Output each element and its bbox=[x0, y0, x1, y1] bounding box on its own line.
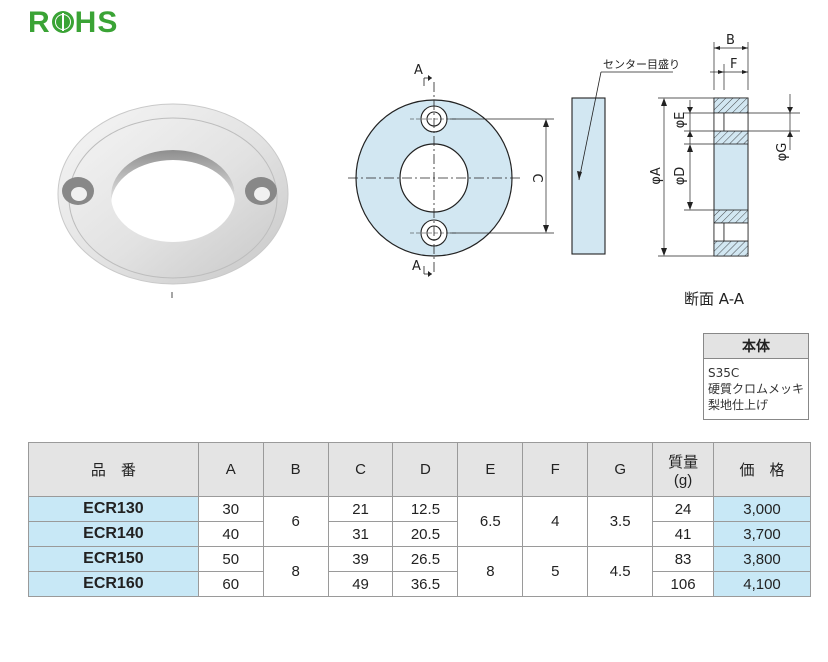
cell-c: 39 bbox=[327, 546, 394, 572]
cell-g: 4.5 bbox=[587, 546, 654, 597]
cell-d: 12.5 bbox=[392, 496, 459, 522]
dim-g-label: φG bbox=[775, 143, 790, 162]
section-label: 断面 A-A bbox=[684, 290, 745, 308]
dim-d-label: φD bbox=[673, 167, 688, 186]
cell-g: 3.5 bbox=[587, 496, 654, 547]
header-mass-unit: (g) bbox=[673, 471, 693, 489]
cell-price: 3,800 bbox=[713, 546, 811, 572]
dim-e-label: φE bbox=[673, 112, 688, 129]
header-c: C bbox=[327, 442, 394, 497]
header-a: A bbox=[197, 442, 264, 497]
cell-f: 5 bbox=[522, 546, 589, 597]
material-header: 本体 bbox=[704, 334, 808, 359]
dim-a-label: φA bbox=[649, 167, 664, 185]
header-f: F bbox=[522, 442, 589, 497]
cell-mass: 106 bbox=[652, 571, 715, 597]
table-row: ECR150 50 8 39 26.5 8 5 4.5 83 3,800 bbox=[28, 546, 811, 597]
cell-mass: 24 bbox=[652, 496, 715, 522]
cell-price: 3,700 bbox=[713, 521, 811, 547]
part-number-cell: ECR160 bbox=[28, 571, 199, 597]
cell-a: 40 bbox=[197, 521, 264, 547]
cell-b: 6 bbox=[262, 496, 329, 547]
cell-mass: 41 bbox=[652, 521, 715, 547]
front-view-drawing: C A A bbox=[348, 63, 554, 277]
surface-line: 梨地仕上げ bbox=[708, 398, 769, 412]
header-g: G bbox=[587, 442, 654, 497]
cell-d: 36.5 bbox=[392, 571, 459, 597]
cell-a: 30 bbox=[197, 496, 264, 522]
cell-mass: 83 bbox=[652, 546, 715, 572]
product-image bbox=[57, 103, 289, 298]
center-mark-note: センター目盛り bbox=[603, 57, 680, 71]
spec-table: 品 番 A B C D E F G 質量(g) 価 格 ECR130 30 6 … bbox=[28, 442, 811, 597]
header-e: E bbox=[457, 442, 524, 497]
header-mass: 質量(g) bbox=[652, 442, 715, 497]
section-mark-top: A bbox=[414, 63, 423, 78]
cell-c: 21 bbox=[327, 496, 394, 522]
material-box: 本体 S35C 硬質クロムメッキ 梨地仕上げ bbox=[703, 333, 809, 420]
cell-price: 3,000 bbox=[713, 496, 811, 522]
cell-c: 49 bbox=[327, 571, 394, 597]
dim-f-label: F bbox=[730, 57, 737, 72]
table-row: ECR140 40 31 20.5 41 3,700 bbox=[28, 521, 811, 547]
header-price: 価 格 bbox=[713, 442, 811, 497]
cell-c: 31 bbox=[327, 521, 394, 547]
cell-e: 6.5 bbox=[457, 496, 524, 547]
cell-b: 8 bbox=[262, 546, 329, 597]
section-drawing: B F φA φE φD φG bbox=[649, 33, 800, 257]
table-row: ECR130 30 6 21 12.5 6.5 4 3.5 24 3,000 bbox=[28, 496, 811, 547]
cell-e: 8 bbox=[457, 546, 524, 597]
header-b: B bbox=[262, 442, 329, 497]
cell-f: 4 bbox=[522, 496, 589, 547]
dim-b-label: B bbox=[726, 33, 735, 48]
cell-a: 50 bbox=[197, 546, 264, 572]
cell-d: 20.5 bbox=[392, 521, 459, 547]
header-mass-label: 質量 bbox=[668, 453, 699, 471]
part-number-cell: ECR150 bbox=[28, 546, 199, 572]
table-row: ECR160 60 49 36.5 106 4,100 bbox=[28, 571, 811, 597]
cell-price: 4,100 bbox=[713, 571, 811, 597]
dim-c-label: C bbox=[529, 173, 544, 182]
cell-a: 60 bbox=[197, 571, 264, 597]
table-header-row: 品 番 A B C D E F G 質量(g) 価 格 bbox=[28, 442, 811, 497]
cell-d: 26.5 bbox=[392, 546, 459, 572]
side-view-drawing: センター目盛り bbox=[571, 57, 680, 255]
header-part-no: 品 番 bbox=[28, 442, 199, 497]
material-line: S35C bbox=[708, 366, 740, 380]
section-mark-bottom: A bbox=[412, 259, 421, 274]
finish-line: 硬質クロムメッキ bbox=[708, 382, 805, 396]
part-number-cell: ECR140 bbox=[28, 521, 199, 547]
header-d: D bbox=[392, 442, 459, 497]
part-number-cell: ECR130 bbox=[28, 496, 199, 522]
globe-icon bbox=[51, 11, 74, 34]
